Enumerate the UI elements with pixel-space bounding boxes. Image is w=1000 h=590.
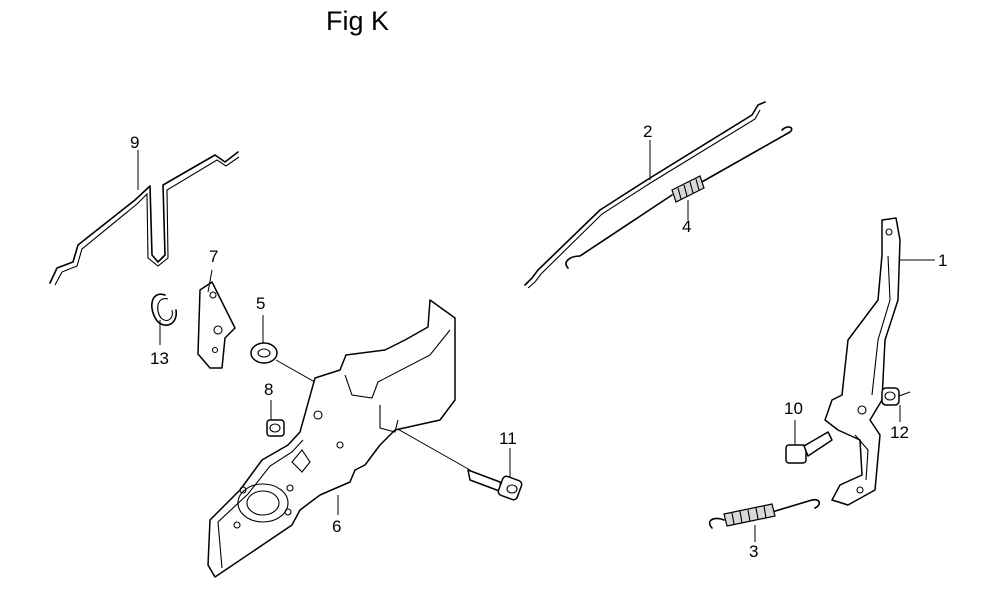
circlip-part-13 <box>151 293 178 345</box>
callout-5: 5 <box>256 294 266 313</box>
callout-9: 9 <box>130 133 140 152</box>
arm-nut-part-12 <box>881 387 911 422</box>
callout-13: 13 <box>150 349 169 368</box>
callout-10: 10 <box>784 399 803 418</box>
governor-arm-part-1 <box>824 217 935 506</box>
callout-3: 3 <box>749 542 759 561</box>
figure-title: Fig K <box>326 6 390 36</box>
governor-spring-part-3 <box>708 498 821 542</box>
arm-bolt-part-10 <box>785 420 833 464</box>
callout-8: 8 <box>264 380 274 399</box>
choke-rod-part-9 <box>49 150 240 286</box>
callout-1: 1 <box>938 251 948 270</box>
control-base-plate-part-6 <box>207 299 456 578</box>
flange-bolt-part-11 <box>467 448 523 501</box>
washer-part-5 <box>250 315 471 471</box>
throttle-rod-part-2 <box>524 101 766 289</box>
lever-plate-part-7 <box>197 269 236 369</box>
callout-6: 6 <box>332 517 342 536</box>
callout-2: 2 <box>643 122 653 141</box>
throttle-return-spring-part-4 <box>565 126 793 269</box>
callout-7: 7 <box>209 247 219 266</box>
callout-12: 12 <box>890 423 909 442</box>
nut-part-8 <box>266 400 285 437</box>
callout-4: 4 <box>682 217 692 236</box>
callout-11: 11 <box>499 429 517 448</box>
